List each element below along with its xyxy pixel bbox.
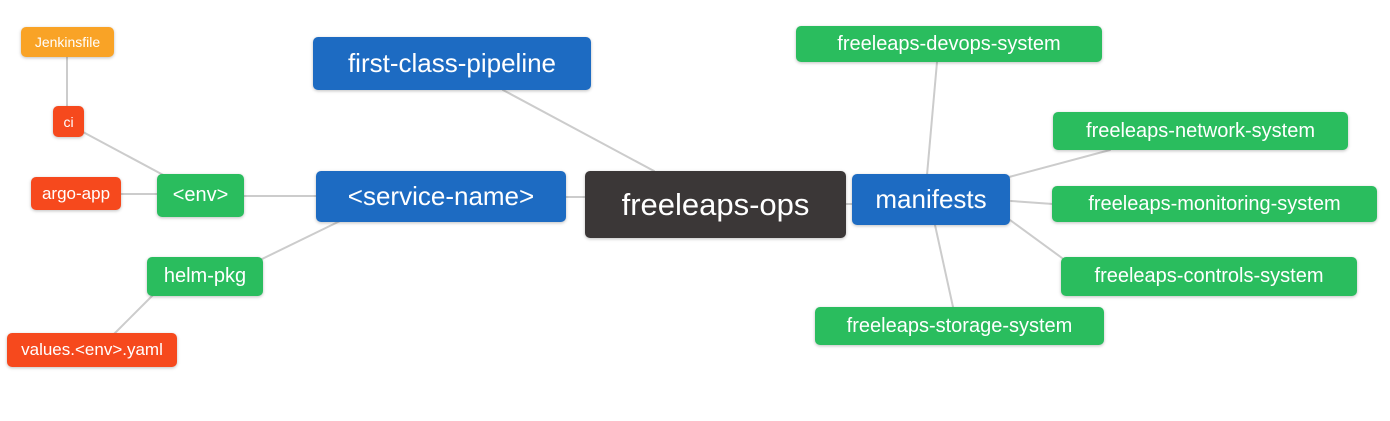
edge-pipeline-ops bbox=[502, 89, 655, 172]
edge-helm-pkg-service-name bbox=[261, 220, 341, 260]
node-jenkinsfile[interactable]: Jenkinsfile bbox=[21, 27, 114, 57]
node-freeleaps-monitoring-system[interactable]: freeleaps-monitoring-system bbox=[1052, 186, 1377, 222]
node-freeleaps-ops[interactable]: freeleaps-ops bbox=[585, 171, 846, 238]
node-argo-app[interactable]: argo-app bbox=[31, 177, 121, 210]
node-freeleaps-controls-system[interactable]: freeleaps-controls-system bbox=[1061, 257, 1357, 296]
edge-manifests-network bbox=[1008, 149, 1111, 178]
node-freeleaps-devops-system[interactable]: freeleaps-devops-system bbox=[796, 26, 1102, 62]
edge-manifests-monitoring bbox=[1010, 200, 1054, 205]
node-ci[interactable]: ci bbox=[53, 106, 84, 137]
node-manifests[interactable]: manifests bbox=[852, 174, 1010, 225]
node-env[interactable]: <env> bbox=[157, 174, 244, 217]
node-freeleaps-network-system[interactable]: freeleaps-network-system bbox=[1053, 112, 1348, 150]
edge-manifests-devops bbox=[926, 61, 938, 176]
node-freeleaps-storage-system[interactable]: freeleaps-storage-system bbox=[815, 307, 1104, 345]
node-first-class-pipeline[interactable]: first-class-pipeline bbox=[313, 37, 591, 90]
edge-manifests-storage bbox=[934, 224, 954, 308]
node-service-name[interactable]: <service-name> bbox=[316, 171, 566, 222]
edge-ci-env bbox=[82, 131, 168, 178]
node-values-env-yaml[interactable]: values.<env>.yaml bbox=[7, 333, 177, 367]
node-helm-pkg[interactable]: helm-pkg bbox=[147, 257, 263, 296]
edge-manifests-controls bbox=[1009, 219, 1063, 259]
edge-values-helm-pkg bbox=[113, 294, 154, 335]
